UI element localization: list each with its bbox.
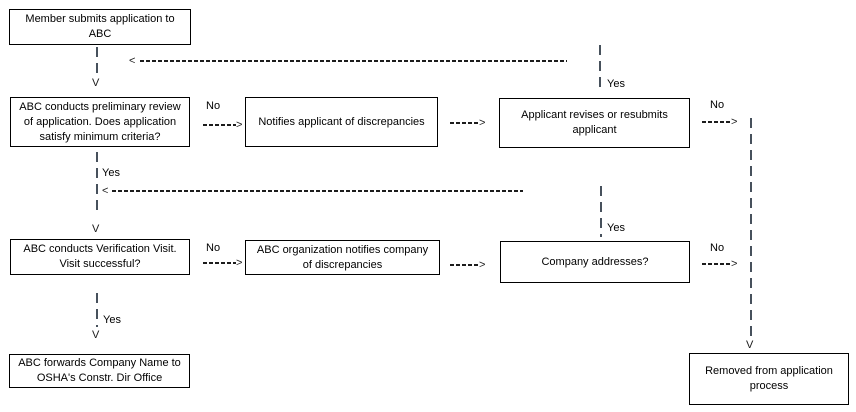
revises-yes-up-line [599,45,601,93]
arrowhead-left-loop-top: < [129,55,136,67]
node-removed-from-process: Removed from application process [689,353,849,405]
label-visit-yes: Yes [103,314,121,326]
visit-yes-down-line [96,293,98,327]
arrowhead-down-visit: V [92,223,100,235]
node-notifies-applicant: Notifies applicant of discrepancies [245,97,438,147]
arrowhead-right-visit: > [236,257,243,269]
review-no-arrow-shaft [203,124,236,126]
label-review-yes: Yes [102,167,120,179]
node-verification-visit: ABC conducts Verification Visit. Visit s… [10,239,190,275]
node-company-addresses: Company addresses? [500,241,690,283]
arrowhead-right-addresses: > [731,258,738,270]
visit-no-arrow-shaft [203,262,236,264]
arrowhead-left-loop-mid: < [102,185,109,197]
label-addresses-no: No [710,242,725,254]
label-revises-no: No [710,99,725,111]
member-to-review-line [96,47,98,73]
revises-no-arrow-shaft [702,121,731,123]
review-yes-down-line [96,152,98,212]
label-revises-yes: Yes [607,78,625,90]
org-arrow-shaft [450,264,478,266]
arrowhead-right-notifies: > [479,117,486,129]
label-review-no: No [206,100,221,112]
removed-down-line [750,118,752,337]
node-member-submits: Member submits application to ABC [9,9,191,45]
label-visit-no: No [206,242,221,254]
node-forwards-company-name: ABC forwards Company Name to OSHA's Cons… [9,354,190,388]
arrowhead-right-revises: > [731,116,738,128]
loop-mid-line [112,190,523,192]
arrowhead-down-forwards: V [92,329,100,341]
addresses-no-arrow-shaft [702,263,731,265]
addresses-yes-up-line [600,186,602,237]
arrowhead-down-removed: V [746,339,754,351]
label-addresses-yes: Yes [607,222,625,234]
arrowhead-right-review: > [236,119,243,131]
node-preliminary-review: ABC conducts preliminary review of appli… [10,97,190,147]
node-org-notifies-company: ABC organization notifies company of dis… [245,240,440,275]
node-applicant-revises: Applicant revises or resubmits applicant [499,98,690,148]
arrowhead-right-org: > [479,259,486,271]
notifies-arrow-shaft [450,122,478,124]
arrowhead-down-review: V [92,77,100,89]
loop-top-line [140,60,567,62]
